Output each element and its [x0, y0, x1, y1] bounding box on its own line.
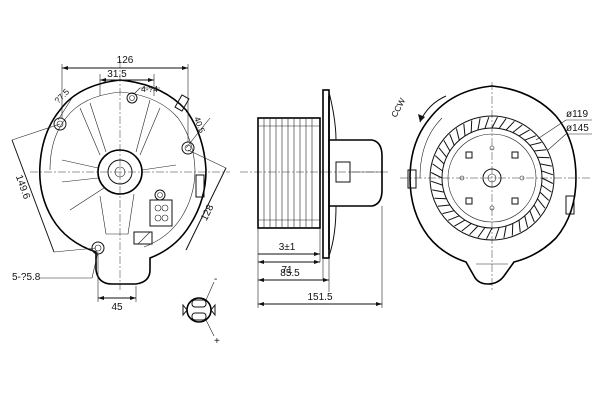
fan-blade	[470, 120, 473, 133]
fan-blade	[524, 135, 537, 141]
fan-blade	[524, 215, 529, 228]
rear-view: CCW ø119 ø145	[389, 82, 592, 290]
fan-blade	[443, 140, 451, 152]
dim-dia145: ø145	[566, 123, 589, 134]
dim-40-5: 40.5	[192, 115, 207, 134]
front-view: 126 31.5 4-?4 ?7.5 40.5 149.6	[11, 55, 230, 313]
fan-blade	[432, 189, 445, 193]
fan-blade	[539, 191, 550, 201]
fan-blade	[529, 141, 542, 146]
dim-7-5: ?7.5	[52, 86, 71, 105]
dim-4x4: 4-?4	[141, 84, 158, 94]
fan-blade	[503, 225, 507, 238]
connector-symbol: - +	[182, 274, 220, 347]
fan-blade	[533, 204, 541, 216]
plus-terminal-label: +	[214, 336, 220, 347]
fan-blade	[541, 184, 552, 193]
fan-blade	[447, 215, 460, 221]
fan-blade	[498, 118, 507, 129]
fan-blade	[518, 220, 521, 233]
dim-149-6: 149.6	[13, 174, 32, 202]
fan-blade	[461, 223, 472, 232]
fan-blade	[430, 180, 443, 186]
dim-151-5: 151.5	[307, 292, 332, 303]
fan-blade	[541, 177, 554, 184]
minus-terminal-label: -	[214, 274, 217, 285]
dim-5x5-8: 5-?5.8	[12, 272, 41, 283]
fan-blade	[541, 170, 554, 176]
fan-blade	[434, 155, 445, 165]
fan-blade	[454, 219, 466, 227]
fan-blade	[449, 133, 455, 146]
fan-blades	[430, 116, 554, 240]
fan-blade	[539, 163, 552, 167]
fan-blade	[432, 163, 443, 172]
dim-71: 71	[281, 265, 293, 276]
fan-blade	[442, 210, 455, 215]
fan-blade	[469, 225, 479, 236]
fan-blade	[477, 118, 481, 131]
fan-blade	[438, 147, 447, 158]
dim-128: 128	[199, 203, 216, 223]
fan-blade	[512, 124, 523, 133]
fan-blade	[529, 210, 535, 223]
fan-blade	[511, 223, 514, 236]
fan-blade	[434, 197, 447, 200]
dim-45: 45	[111, 302, 123, 313]
fan-blade	[518, 129, 530, 137]
fan-blade	[463, 123, 466, 136]
fan-blade	[505, 120, 515, 131]
fan-blade	[534, 149, 547, 152]
side-view: 3±1 71 85.5 151.5	[240, 89, 390, 308]
fan-blade	[486, 227, 493, 240]
fan-blade	[437, 204, 450, 207]
dim-31-5: 31.5	[107, 69, 127, 80]
dim-85-5: 85.5	[280, 268, 300, 279]
fan-blade	[494, 227, 500, 240]
ccw-label: CCW	[389, 96, 407, 119]
fan-blade	[537, 156, 550, 159]
fan-blade	[455, 128, 460, 141]
dim-dia119: ø119	[566, 109, 588, 120]
fan-blade	[430, 172, 443, 179]
fan-blade	[477, 227, 486, 238]
dim-3pm1: 3±1	[279, 242, 296, 253]
dim-126: 126	[117, 55, 134, 66]
fan-blade	[491, 116, 498, 129]
fan-blade	[484, 116, 490, 129]
fan-blade	[537, 198, 546, 209]
